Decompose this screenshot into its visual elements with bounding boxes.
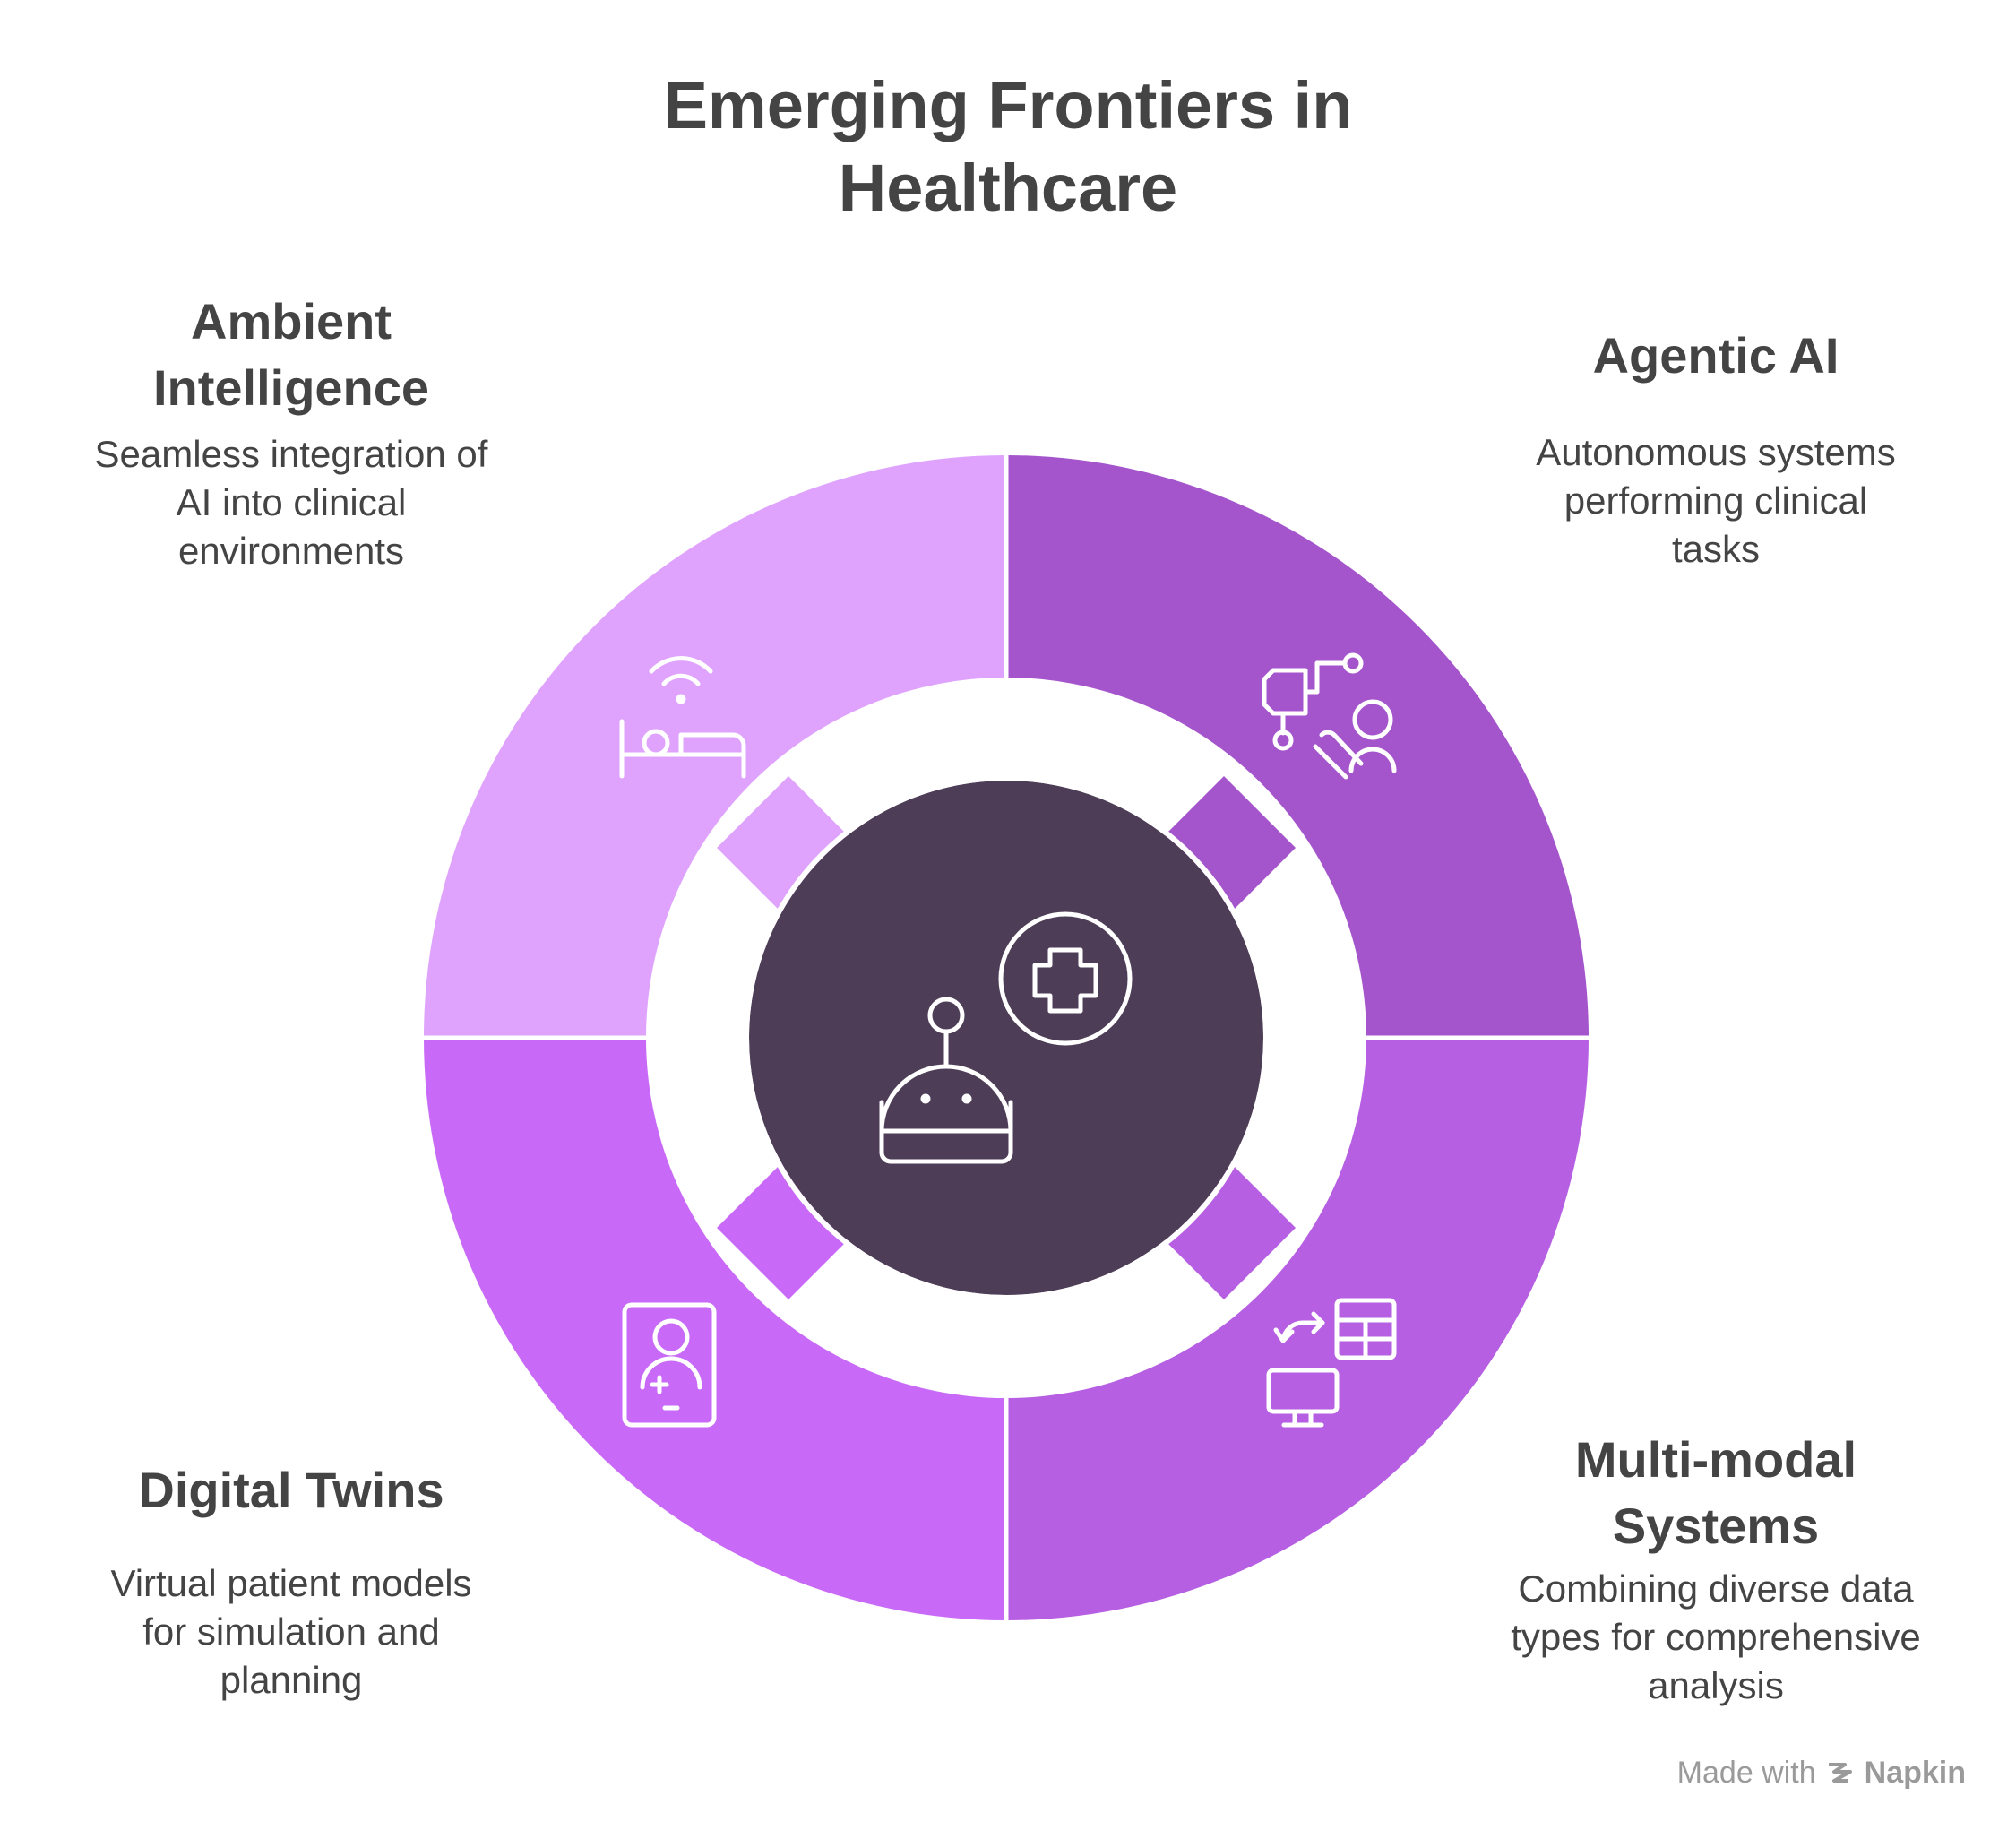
segment-description-line: Seamless integration of	[94, 433, 488, 475]
tab-se	[1157, 1161, 1296, 1299]
smart-bed-wifi-icon	[619, 656, 746, 779]
segment-title: Agentic AI	[1447, 323, 1985, 389]
label-multi-modal-systems: Multi-modal Systems Combining diverse da…	[1447, 1427, 1985, 1710]
segment-title-line: Intelligence	[152, 359, 430, 416]
segment-title-line: Digital Twins	[138, 1462, 444, 1518]
made-with-napkin-watermark: Made with Napkin	[1677, 1751, 1966, 1794]
segment-description-line: planning	[220, 1659, 363, 1701]
segment-description-line: performing clinical	[1564, 479, 1868, 522]
segment-description-line: Combining diverse data	[1518, 1567, 1914, 1610]
segment-title-line: Ambient	[191, 293, 392, 350]
title-line-2: Healthcare	[838, 151, 1178, 225]
segment-title: Ambient Intelligence	[22, 289, 560, 421]
patient-card-icon	[622, 1302, 717, 1428]
label-agentic-ai: Agentic AI Autonomous systems performing…	[1447, 323, 1985, 574]
segment-description: Autonomous systems performing clinical t…	[1447, 428, 1985, 574]
medical-robot-icon	[879, 911, 1133, 1164]
robotic-arm-patient-icon	[1262, 652, 1397, 780]
segment-description-line: AI into clinical	[176, 481, 407, 523]
page-title: Emerging Frontiers in Healthcare	[560, 65, 1456, 229]
center-circle	[749, 781, 1263, 1295]
napkin-logo-icon	[1828, 1763, 1852, 1783]
segment-title-line: Systems	[1612, 1498, 1820, 1554]
label-ambient-intelligence: Ambient Intelligence Seamless integratio…	[22, 289, 560, 575]
segment-description-line: analysis	[1648, 1664, 1784, 1706]
segment-description-line: Autonomous systems	[1536, 431, 1896, 473]
tab-sw	[717, 1161, 856, 1299]
label-digital-twins: Digital Twins Virtual patient models for…	[22, 1457, 560, 1705]
segment-title: Digital Twins	[22, 1457, 560, 1524]
title-line-1: Emerging Frontiers in	[663, 68, 1353, 142]
segment-description: Seamless integration of AI into clinical…	[22, 430, 560, 575]
segment-description-line: types for comprehensive	[1511, 1616, 1921, 1658]
watermark-prefix: Made with	[1676, 1756, 1816, 1790]
segment-description-line: for simulation and	[142, 1610, 440, 1653]
segment-description: Combining diverse data types for compreh…	[1447, 1565, 1985, 1710]
segment-description: Virtual patient models for simulation an…	[22, 1559, 560, 1705]
tab-ne	[1157, 776, 1296, 915]
segment-title-line: Multi-modal	[1574, 1431, 1857, 1488]
monitor-table-exchange-icon	[1266, 1298, 1397, 1428]
tab-nw	[717, 776, 856, 915]
watermark-brand: Napkin	[1864, 1756, 1966, 1790]
segment-title-line: Agentic AI	[1592, 327, 1839, 384]
segment-description-line: environments	[177, 530, 405, 572]
segment-description-line: Virtual patient models	[110, 1562, 472, 1604]
segment-title: Multi-modal Systems	[1447, 1427, 1985, 1559]
segment-description-line: tasks	[1671, 528, 1761, 570]
